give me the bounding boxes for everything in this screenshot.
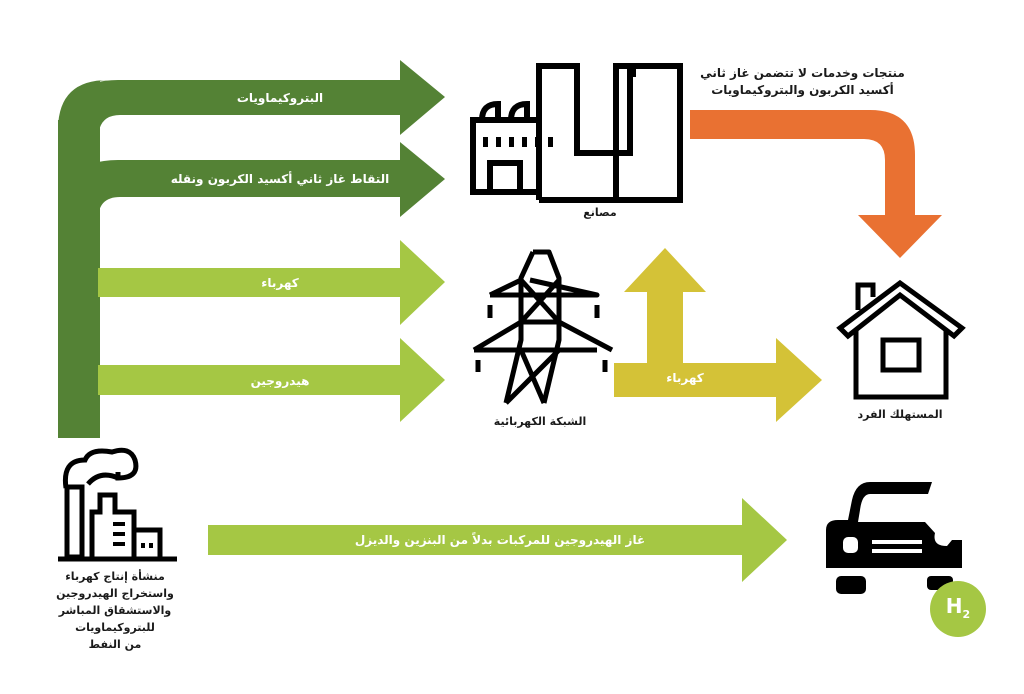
label-carbon-capture: التقاط غاز ثاني أكسيد الكربون ونقله [170, 172, 390, 186]
oil-facility-windows [113, 522, 153, 548]
flow-trunk-bar [58, 120, 98, 438]
car-icon [826, 482, 962, 594]
label-oil-facility-line-5: من النفط [88, 638, 142, 651]
power-tower-icon [472, 249, 614, 405]
oil-facility-icon [58, 447, 177, 562]
label-grid: الشبكة الكهربائية [493, 415, 587, 428]
h2-badge-h: H [945, 594, 963, 618]
label-oil-facility-line-4: للبتروكيماويات [75, 621, 155, 634]
flow-arrow-grid-electricity [614, 248, 822, 422]
label-oil-facility: منشأة إنتاج كهرباء واستخراج الهيدروجين و… [30, 568, 200, 653]
house-icon [836, 279, 966, 400]
flow-arrow-petrochemicals [58, 60, 445, 140]
flow-arrow-products [690, 110, 942, 258]
flow-arrow-hydrogen [98, 338, 445, 422]
label-products: منتجات وخدمات لا تتضمن غاز ثاني أكسيد ال… [690, 65, 915, 99]
h2-badge-sub: 2 [962, 608, 971, 621]
dark-green-flows [58, 60, 445, 438]
label-oil-facility-line-3: والاستشقاق المباشر [58, 604, 172, 617]
label-hydrogen-vehicles: غاز الهيدروجين للمركبات بدلاً من البنزين… [354, 533, 646, 547]
flow-arrow-carbon-capture [58, 142, 445, 220]
label-petrochemicals: البتروكيماويات [236, 91, 324, 105]
label-grid-electricity: كهرباء [666, 371, 704, 385]
label-consumer: المستهلك الفرد [857, 408, 943, 421]
h2-badge [930, 581, 986, 637]
flow-arrow-hydrogen-vehicles [208, 498, 787, 582]
label-factories: مصانع [583, 206, 617, 219]
flow-arrow-electricity [98, 240, 445, 325]
label-oil-facility-line-2: واستخراج الهيدروجين [56, 587, 174, 600]
factory-windows [483, 137, 553, 147]
label-products-line-2: أكسيد الكربون والبتروكيماويات [711, 83, 894, 97]
factory-icon [470, 63, 683, 203]
label-electricity: كهرباء [261, 276, 299, 290]
label-oil-facility-line-1: منشأة إنتاج كهرباء [65, 570, 165, 583]
label-products-line-1: منتجات وخدمات لا تتضمن غاز ثاني [700, 66, 905, 80]
car-details [843, 537, 922, 553]
h2-badge-text: H2 [938, 594, 978, 621]
label-hydrogen: هيدروجين [250, 374, 310, 388]
